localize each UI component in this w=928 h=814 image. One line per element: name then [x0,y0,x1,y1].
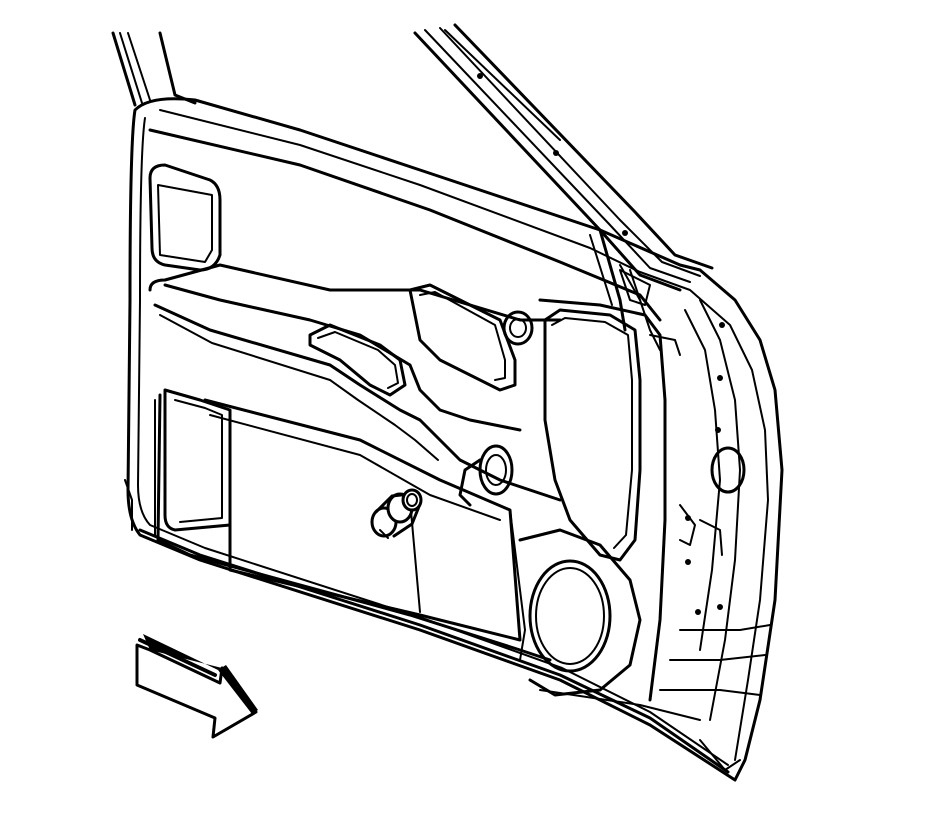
door-outer-shell [124,97,784,782]
armrest-trim [148,263,562,502]
speaker-grille [518,528,642,697]
lower-edges [138,528,771,774]
upper-left-channel [111,31,197,107]
latch-area [619,269,723,556]
window-frame [413,23,714,351]
switch-bezel [408,283,534,392]
upper-speaker-panel [538,298,667,702]
lower-map-pocket [154,388,552,662]
trim-fastener [370,488,423,539]
direction-arrow-icon [135,634,258,739]
lock-knob [458,444,514,507]
upper-pocket [148,163,222,272]
